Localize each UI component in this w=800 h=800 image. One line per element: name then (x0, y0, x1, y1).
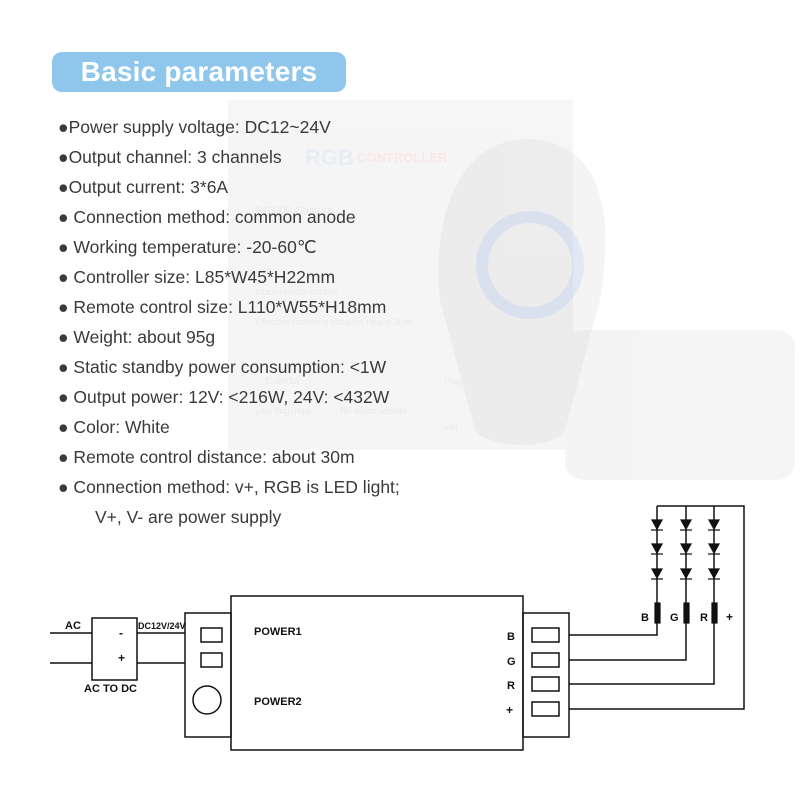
led-diode-icon (707, 543, 721, 555)
ac-label: AC (65, 620, 81, 632)
receiver-device (565, 330, 795, 480)
box-receiving-text: Effective receiving distance nearly 30m (255, 317, 411, 327)
param-output-power: ● Output power: 12V: <216W, 24V: <432W (58, 387, 390, 407)
led-connector-b (654, 602, 661, 624)
power1-label: POWER1 (254, 626, 302, 638)
title-badge: Basic parameters (52, 52, 346, 92)
led-string-b (650, 519, 664, 580)
led-connector-g (683, 602, 690, 624)
output-terminal-g (531, 652, 560, 668)
led-diode-icon (679, 519, 693, 531)
param-output-channel: ●Output channel: 3 channels (58, 147, 282, 167)
wire-plus (569, 505, 745, 710)
param-standby-power: ● Static standby power consumption: <1W (58, 357, 387, 377)
led-string-g (679, 519, 693, 580)
power2-label: POWER2 (254, 696, 302, 708)
power-terminal-block (184, 612, 232, 738)
led-label-r: R (700, 612, 708, 624)
param-output-current: ●Output current: 3*6A (58, 177, 229, 197)
param-power-supply: ●Power supply voltage: DC12~24V (58, 117, 331, 137)
led-diode-icon (707, 519, 721, 531)
led-label-b: B (641, 612, 649, 624)
adapter-name-label: AC TO DC (84, 683, 137, 695)
power-terminal-2 (200, 652, 223, 668)
led-diode-icon (650, 519, 664, 531)
box-fingertips-text: your fingertips (255, 406, 312, 416)
pin-label-plus: + (506, 703, 513, 717)
pin-label-g: G (507, 656, 516, 668)
dc-jack-icon (192, 685, 222, 715)
output-terminal-b (531, 627, 560, 643)
led-label-plus: + (726, 610, 733, 624)
adapter-plus-label: + (118, 651, 125, 665)
pin-label-r: R (507, 680, 515, 692)
param-remote-distance: ● Remote control distance: about 30m (58, 447, 355, 467)
param-controller-size: ● Controller size: L85*W45*H22mm (58, 267, 336, 287)
param-remote-size: ● Remote control size: L110*W55*H18mm (58, 297, 387, 317)
box-rf-text: RF touch remote (340, 406, 407, 416)
led-diode-icon (679, 543, 693, 555)
box-insert-text: inst (444, 422, 459, 432)
wire-b (569, 622, 658, 636)
power-terminal-1 (200, 627, 223, 643)
output-terminal-plus (531, 701, 560, 717)
controller-body (230, 595, 524, 751)
box-colorful-text: Colorful (265, 376, 299, 387)
led-label-g: G (670, 612, 679, 624)
pin-label-b: B (507, 631, 515, 643)
color-wheel-icon (476, 211, 584, 319)
led-diode-icon (679, 568, 693, 580)
page-title: Basic parameters (80, 56, 318, 87)
wiring-diagram: AC - + DC12V/24V AC TO DC POWER1 POWER2 … (50, 505, 745, 751)
led-diode-icon (650, 568, 664, 580)
led-diode-icon (707, 568, 721, 580)
box-plug-text: Plug (444, 376, 462, 386)
dc-voltage-label: DC12V/24V (138, 621, 186, 631)
wire-r (569, 622, 715, 685)
led-diode-icon (650, 543, 664, 555)
param-color: ● Color: White (58, 417, 170, 437)
param-connection-method: ● Connection method: common anode (58, 207, 356, 227)
wire-g (569, 622, 687, 661)
adapter-minus-label: - (119, 626, 123, 640)
param-weight: ● Weight: about 95g (58, 327, 216, 347)
ac-dc-adapter (91, 617, 138, 681)
param-connection-wiring: ● Connection method: v+, RGB is LED ligh… (58, 477, 400, 497)
parameter-list: ●Power supply voltage: DC12~24V ●Output … (58, 114, 778, 534)
box-controller-text: CONTROLLER (357, 150, 448, 165)
param-connection-wiring-continued: V+, V- are power supply (95, 507, 282, 527)
remote-control (438, 139, 606, 445)
product-box (228, 100, 573, 450)
box-colours-text: 640000 Colours (255, 205, 333, 217)
output-terminal-block (522, 612, 570, 738)
param-working-temperature: ● Working temperature: -20-60℃ (58, 237, 317, 257)
led-string-r (707, 519, 721, 580)
output-terminal-r (531, 676, 560, 692)
box-brand-text: RGB (305, 145, 354, 170)
box-touch-text: touch remote control (255, 287, 337, 297)
led-connector-r (711, 602, 718, 624)
